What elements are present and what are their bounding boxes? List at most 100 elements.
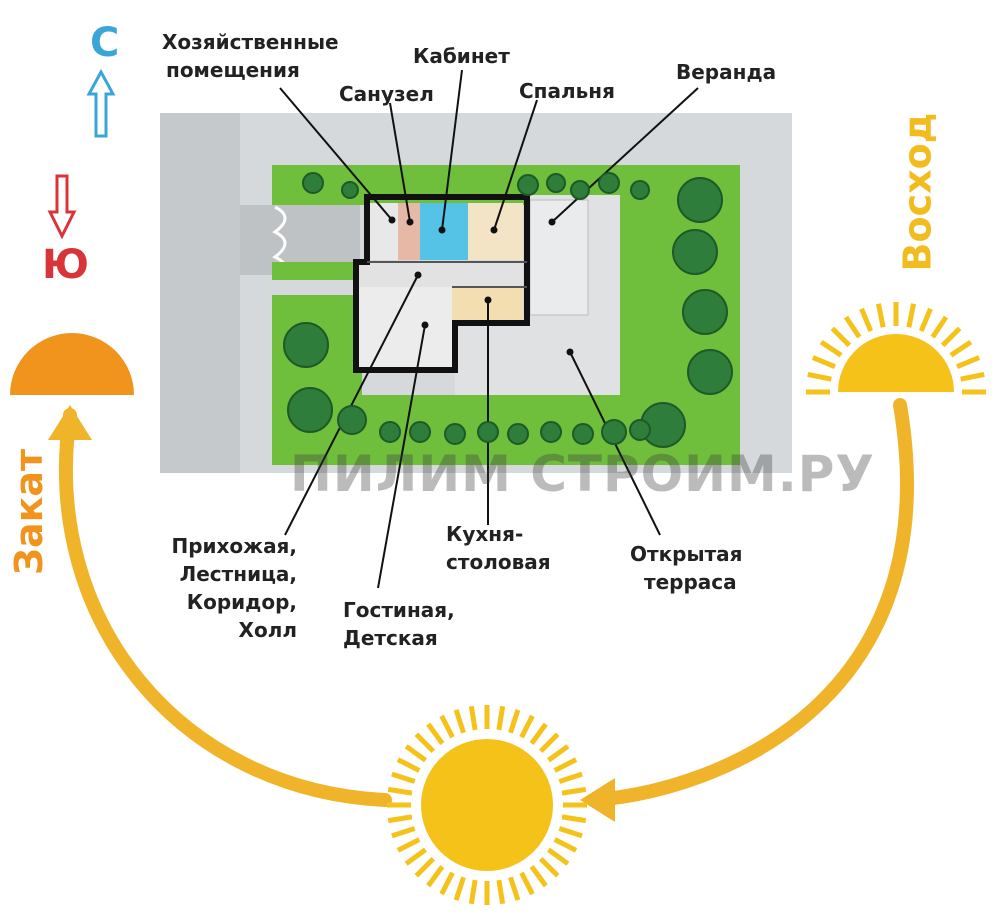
noon-sun-rays-ray [414, 732, 436, 754]
tree-icon [507, 423, 529, 445]
rising-sun-rays-ray [859, 307, 874, 332]
noon-sun-rays [387, 705, 587, 905]
rising-sun-rays-ray [949, 339, 973, 358]
room-bathroom [398, 203, 420, 260]
noon-sun-rays-ray [391, 826, 416, 839]
noon-sun-rays-ray [404, 847, 427, 866]
rising-sun-rays-ray [819, 339, 843, 358]
rising-sun-rays-ray [906, 303, 917, 328]
tree-icon [379, 421, 401, 443]
noon-sun-rays-ray [387, 814, 413, 824]
tree-icon [337, 405, 367, 435]
noon-sun-rays-ray [414, 856, 436, 878]
label-terrace-line1: Открытая [630, 542, 743, 566]
rising-sun-rays-ray [843, 315, 862, 339]
noon-sun-rays-ray [404, 744, 427, 763]
rising-sun-rays-ray [807, 371, 832, 382]
tree-icon [302, 172, 324, 194]
label-bathroom: Санузел [339, 82, 434, 106]
label-kitchen: Кухня- столовая [446, 520, 551, 576]
rising-sun-rays-ray [830, 326, 852, 348]
tree-icon [672, 229, 718, 275]
tree-icon [682, 289, 728, 335]
noon-sun-rays-ray [561, 786, 587, 796]
room-hallway [358, 262, 523, 287]
terrace-area [455, 318, 620, 395]
noon-sun-rays-ray [439, 871, 455, 896]
leader-lines [279, 69, 699, 589]
label-hallway-line3: Коридор, [186, 590, 297, 614]
north-arrow-icon [86, 68, 116, 138]
label-living-line1: Гостиная, [343, 598, 455, 622]
noon-sun-rays-ray [387, 786, 413, 796]
rising-sun-rays-ray [930, 315, 949, 339]
arc-head-right [580, 778, 615, 822]
label-hallway-line1: Прихожая, [171, 534, 297, 558]
tree-icon [341, 181, 359, 199]
north-label: С [90, 20, 120, 66]
tree-icon [517, 174, 539, 196]
noon-sun-rays-ray [529, 722, 548, 745]
tree-icon [570, 180, 590, 200]
noon-sun-rays-ray [558, 771, 583, 784]
tree-icon [687, 349, 733, 395]
setting-sun-icon [10, 333, 134, 395]
noon-sun-rays-ray [553, 837, 578, 853]
noon-sun-rays-ray [538, 856, 560, 878]
noon-sun-rays-ray [426, 722, 445, 745]
sunset-label: Закат [7, 448, 52, 576]
arc-head-left [48, 405, 92, 440]
noon-sun-rays-ray [453, 876, 466, 901]
noon-sun-rays-ray [426, 865, 445, 888]
tree-icon [287, 387, 333, 433]
tree-icon [540, 421, 562, 443]
noon-sun-rays-ray [468, 879, 478, 905]
street-strip [160, 113, 240, 473]
rising-sun-rays-ray [940, 326, 962, 348]
label-utility: Хозяйственные помещения [162, 28, 339, 84]
leader-dots [388, 216, 574, 356]
rising-sun-rays-ray [875, 303, 886, 328]
tree-icon [546, 173, 566, 193]
noon-sun-rays-ray [561, 814, 587, 824]
label-kitchen-line2: столовая [446, 550, 551, 574]
tree-icon [444, 423, 466, 445]
label-kitchen-line1: Кухня- [446, 522, 524, 546]
label-hallway-line2: Лестница, [179, 562, 297, 586]
rising-sun-rays-ray [960, 371, 985, 382]
noon-sun-rays-ray [439, 714, 455, 739]
noon-sun-rays-ray [508, 876, 521, 901]
noon-sun-rays-ray [538, 732, 560, 754]
tree-icon [630, 180, 650, 200]
label-study: Кабинет [413, 44, 510, 68]
label-living: Гостиная, Детская [343, 596, 455, 652]
noon-sun-rays-ray [453, 709, 466, 734]
watermark: ПИЛИМ СТРОИМ.РУ [290, 445, 875, 503]
noon-sun-rays-ray [396, 757, 421, 773]
rising-sun-rays-ray [956, 355, 981, 370]
tree-icon [572, 423, 594, 445]
noon-sun-rays-ray [547, 847, 570, 866]
south-arrow-icon [47, 174, 77, 240]
noon-sun-rays-ray [468, 705, 478, 731]
tree-group [283, 172, 733, 448]
tree-icon [283, 322, 329, 368]
noon-sun-rays-ray [547, 744, 570, 763]
south-label: Ю [42, 242, 89, 288]
veranda-deck [529, 199, 589, 316]
tree-icon [409, 421, 431, 443]
noon-sun-rays-ray [558, 826, 583, 839]
label-utility-line1: Хозяйственные [162, 30, 339, 54]
rising-sun-rays-ray [918, 307, 933, 332]
noon-sun-icon [421, 739, 553, 871]
sunrise-label: Восход [895, 112, 940, 272]
label-bedroom: Спальня [519, 79, 615, 103]
label-terrace-line2: терраса [644, 570, 737, 594]
noon-sun-rays-ray [496, 705, 506, 731]
label-hallway: Прихожая, Лестница, Коридор, Холл [145, 532, 297, 644]
noon-sun-rays-ray [496, 879, 506, 905]
noon-sun-rays-ray [396, 837, 421, 853]
noon-sun-rays-ray [519, 871, 535, 896]
rising-sun-icon [838, 334, 954, 392]
